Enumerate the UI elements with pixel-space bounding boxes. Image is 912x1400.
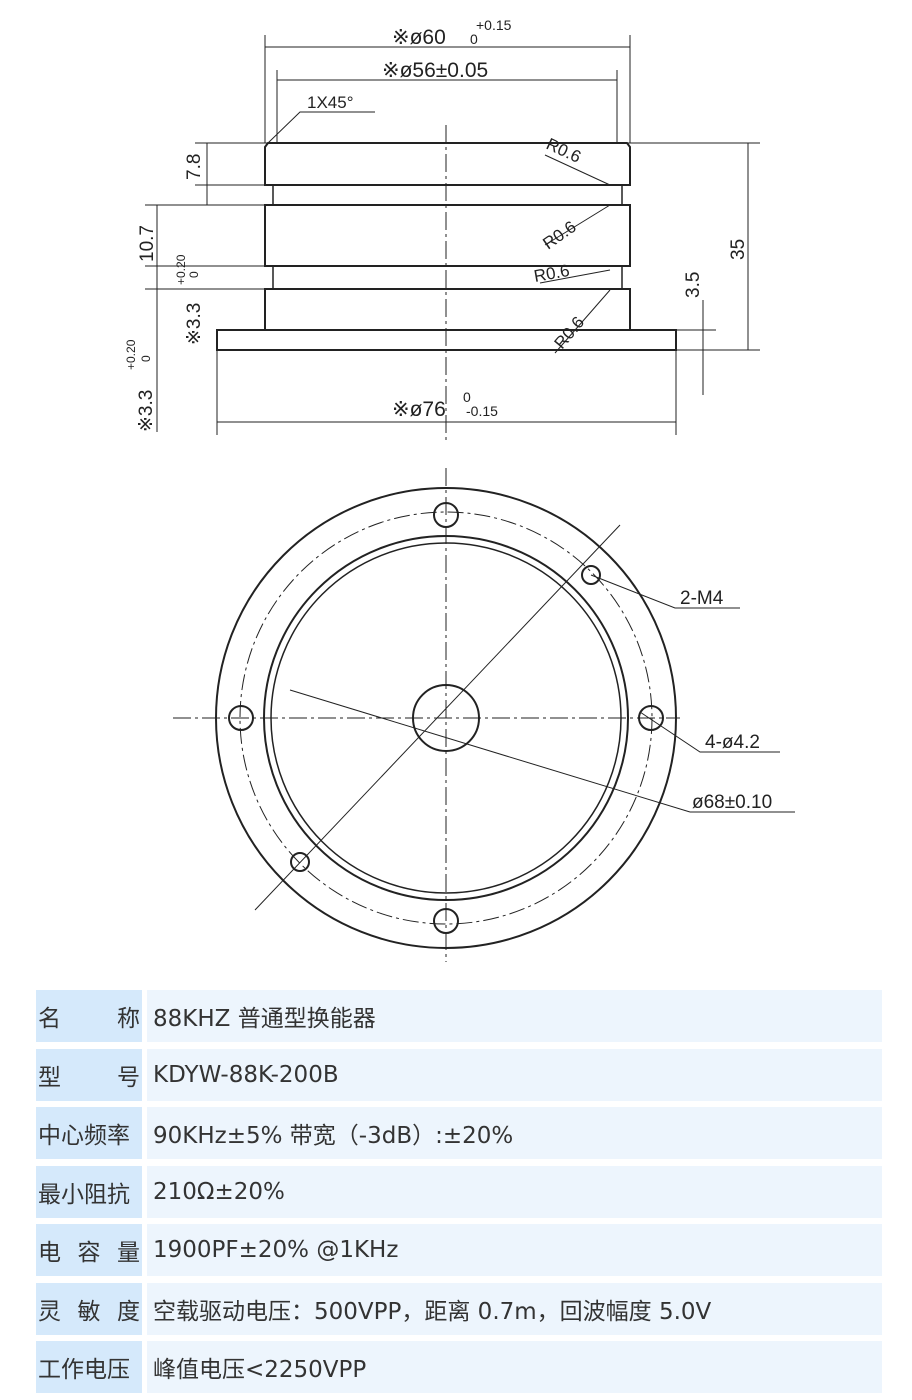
spec-value: 空载驱动电压：500VPP，距离 0.7m，回波幅度 5.0V (147, 1282, 882, 1335)
dim-h33a-tol-lower: 0 (187, 271, 201, 278)
spec-label-text: 型 (38, 1064, 61, 1091)
callout-holes: 4-ø4.2 (705, 732, 760, 753)
dim-d60-tol-upper: +0.15 (476, 17, 512, 33)
spec-label-text: 工作电压 (38, 1357, 130, 1383)
dim-h33a: ※3.3 (184, 303, 205, 345)
side-view-dimensions (145, 35, 760, 440)
spec-label-text: 度 (117, 1298, 140, 1325)
spec-row: 工作电压峰值电压<2250VPP (36, 1341, 882, 1393)
dim-h35b: 3.5 (683, 272, 704, 298)
dim-h33a-tol-upper: +0.20 (174, 254, 188, 285)
bottom-view-callouts (173, 468, 795, 962)
dim-d56: ※ø56±0.05 (382, 59, 488, 82)
dim-r06-2: R0.6 (539, 217, 579, 253)
spec-label-text: 中心频率 (38, 1123, 130, 1149)
spec-value: 210Ω±20% (147, 1165, 882, 1218)
spec-row: 中心频率 90KHz±5% 带宽（-3dB）:±20% (36, 1107, 882, 1159)
dim-d60: ※ø60 (392, 26, 446, 49)
dim-d60-tol-lower: 0 (470, 31, 478, 47)
dim-r06-3: R0.6 (532, 261, 571, 286)
spec-label-text: 容 (77, 1240, 101, 1266)
spec-value: 1900PF±20% @1KHz (147, 1224, 882, 1276)
technical-drawing: ※ø60 +0.15 0 ※ø56±0.05 1X45° ※ø76 0 -0.1… (124, 17, 795, 962)
dim-chamfer: 1X45° (307, 93, 354, 112)
spec-value: 峰值电压<2250VPP (147, 1341, 882, 1393)
callout-m4: 2-M4 (680, 588, 724, 609)
dim-h33b-tol-upper: +0.20 (124, 339, 138, 370)
spec-label: 工作电压 (36, 1341, 142, 1393)
spec-label: 灵敏度 (36, 1282, 142, 1335)
dim-d76: ※ø76 (392, 398, 446, 421)
m4-hole-1 (581, 565, 601, 585)
dim-h107: 10.7 (137, 225, 158, 262)
spec-value: 90KHz±5% 带宽（-3dB）:±20% (147, 1107, 882, 1159)
spec-value: 88KHZ 普通型换能器 (147, 990, 882, 1042)
dim-r06-4: R0.6 (551, 313, 589, 353)
dim-h33b-tol-lower: 0 (139, 355, 153, 362)
dim-h33b: ※3.3 (136, 390, 157, 432)
spec-row: 最小阻抗 210Ω±20% (36, 1165, 882, 1218)
spec-label-text: 称 (117, 1006, 140, 1032)
spec-label: 型号 (36, 1048, 142, 1101)
spec-label-text: 电 (38, 1240, 61, 1266)
dim-r06-1: R0.6 (543, 134, 584, 166)
spec-row: 灵敏度空载驱动电压：500VPP，距离 0.7m，回波幅度 5.0V (36, 1282, 882, 1335)
m4-hole-2 (290, 852, 310, 872)
spec-label-text: 号 (117, 1064, 140, 1091)
spec-label-text: 最小阻抗 (38, 1181, 130, 1208)
dim-d76-tol-lower: -0.15 (466, 403, 498, 419)
spec-label-text: 名 (38, 1006, 61, 1032)
spec-label: 中心频率 (36, 1107, 142, 1159)
spec-label-text: 敏 (77, 1298, 101, 1325)
spec-label-text: 灵 (38, 1298, 61, 1325)
dim-h35: 35 (728, 239, 749, 260)
spec-label: 电容量 (36, 1224, 142, 1276)
spec-label: 最小阻抗 (36, 1165, 142, 1218)
dim-d76-tol-upper: 0 (463, 389, 471, 405)
spec-value: KDYW-88K-200B (147, 1048, 882, 1101)
spec-label: 名称 (36, 990, 142, 1042)
callout-d68: ø68±0.10 (692, 792, 772, 813)
spec-label-text: 量 (117, 1240, 140, 1266)
dim-h78: 7.8 (184, 154, 205, 180)
side-view (216, 142, 677, 351)
